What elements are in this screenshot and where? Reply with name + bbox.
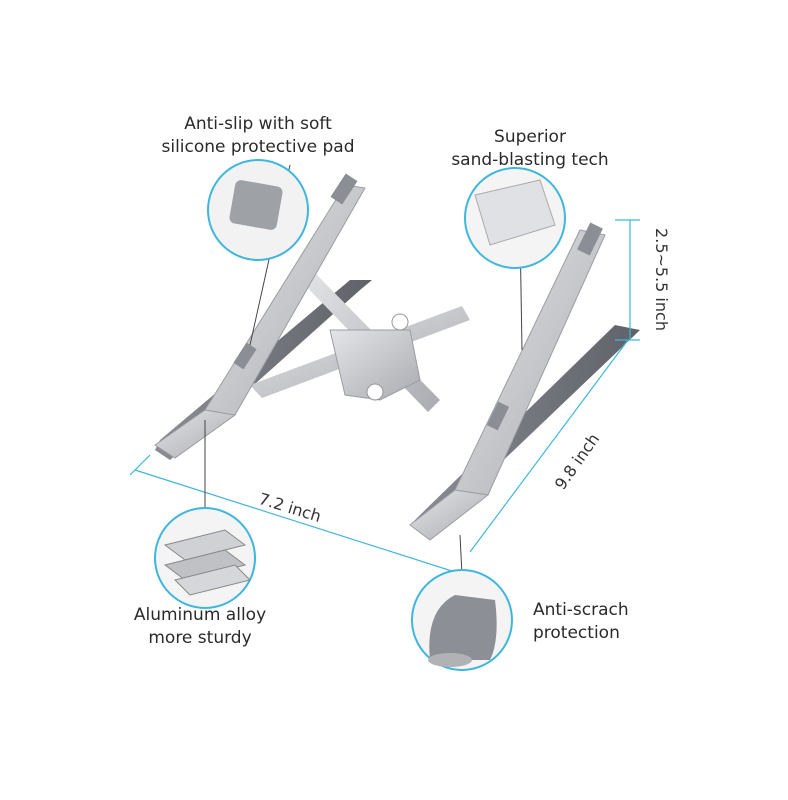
detail-sand-blasting <box>464 167 566 269</box>
cross-brace <box>329 329 421 401</box>
label-line: silicone protective pad <box>161 137 355 157</box>
label-line: Aluminum alloy <box>133 605 267 625</box>
label-line: protection <box>533 623 620 643</box>
label-line: Superior <box>494 127 566 147</box>
label-line: Anti-scrach <box>533 600 629 620</box>
feature-label-anti-slip: Anti-slip with soft silicone protective … <box>158 113 358 159</box>
detail-silicone-pad <box>207 159 309 261</box>
feature-label-sand-blasting: Superior sand-blasting tech <box>430 126 630 172</box>
detail-aluminum-bars <box>154 507 256 609</box>
label-line: sand-blasting tech <box>451 150 609 170</box>
height-dimension: 2.5~5.5 inch <box>651 228 671 331</box>
detail-anti-scratch <box>411 569 513 671</box>
feature-label-anti-scratch: Anti-scrach protection <box>533 599 629 645</box>
feature-label-aluminum: Aluminum alloy more sturdy <box>110 604 290 650</box>
dimension-lines <box>129 219 640 573</box>
label-line: more sturdy <box>148 628 252 648</box>
label-line: Anti-slip with soft <box>184 114 332 134</box>
